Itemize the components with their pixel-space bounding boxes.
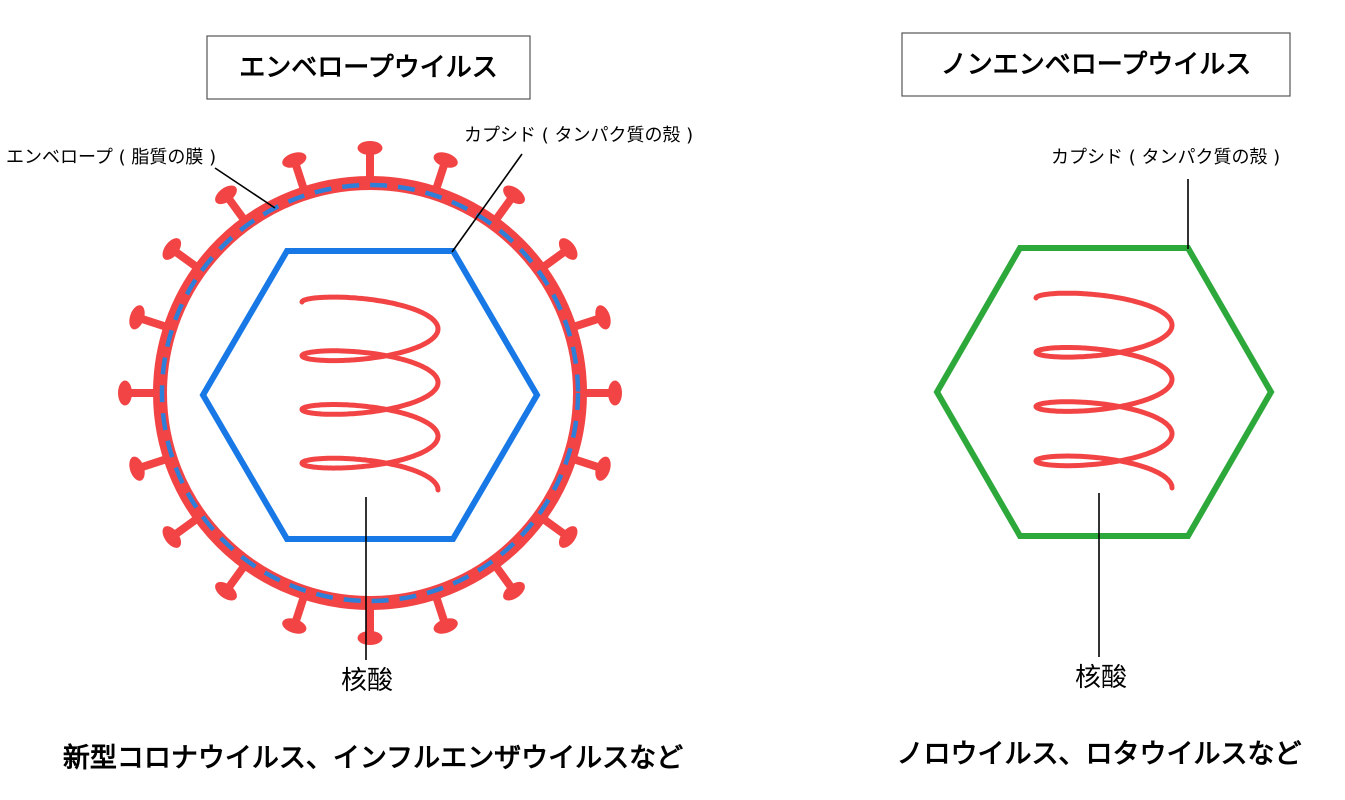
nucleic-acid-helix-enveloped <box>299 294 441 493</box>
non-enveloped-title: ノンエンベロープウイルス <box>941 50 1251 80</box>
spike-head <box>433 618 458 634</box>
spike-head <box>558 526 578 548</box>
nucleic-acid-helix-non-enveloped <box>1033 290 1175 491</box>
enveloped-title-box <box>206 35 531 100</box>
spike-head <box>357 141 383 155</box>
spike-head <box>162 526 182 548</box>
non-enveloped-examples: ノロウイルス、ロタウイルスなど <box>897 739 1302 770</box>
capsid-hexagon-non-enveloped <box>933 245 1275 539</box>
non-enveloped-title-box <box>901 32 1291 97</box>
capsid-label-non-enveloped: カプシド ( タンパク質の殻 ) <box>1051 147 1280 168</box>
spike-head <box>503 185 525 205</box>
spike-head <box>129 305 145 330</box>
capsid-leader-line-enveloped <box>451 153 523 253</box>
enveloped-examples: 新型コロナウイルス、インフルエンザウイルスなど <box>63 742 683 774</box>
capsid-hexagon-enveloped <box>199 248 541 542</box>
enveloped-title: エンベロープウイルス <box>239 53 497 83</box>
envelope-leader-line <box>214 167 276 209</box>
nucleic-acid-label-enveloped: 核酸 <box>341 666 393 696</box>
capsid-label-enveloped: カプシド ( タンパク質の殻 ) <box>464 125 693 146</box>
spike-head <box>357 631 383 645</box>
envelope-label: エンベロープ ( 脂質の膜 ) <box>6 147 216 168</box>
spike-head <box>595 456 611 481</box>
non-enveloped-virus-panel: ノンエンベロープウイルス カプシド ( タンパク質の殻 ) 核酸 ノロウイルス、… <box>897 32 1302 770</box>
spike-head <box>558 238 578 260</box>
envelope-dashed-layer <box>159 182 581 604</box>
enveloped-virus-panel: エンベロープウイルス エンベロープ ( 脂質の膜 ) カプシド ( タンパク質の… <box>6 35 693 774</box>
spike-proteins <box>118 141 622 645</box>
spike-head <box>433 152 458 168</box>
spike-head <box>129 456 145 481</box>
spike-head <box>595 305 611 330</box>
spike-head <box>608 380 622 406</box>
nucleic-acid-label-non-enveloped: 核酸 <box>1075 663 1127 693</box>
spike-head <box>162 238 182 260</box>
spike-head <box>282 152 307 168</box>
spike-head <box>282 618 307 634</box>
spike-head <box>503 581 525 601</box>
spike-head <box>215 185 237 205</box>
spike-head <box>118 380 132 406</box>
spike-head <box>215 581 237 601</box>
